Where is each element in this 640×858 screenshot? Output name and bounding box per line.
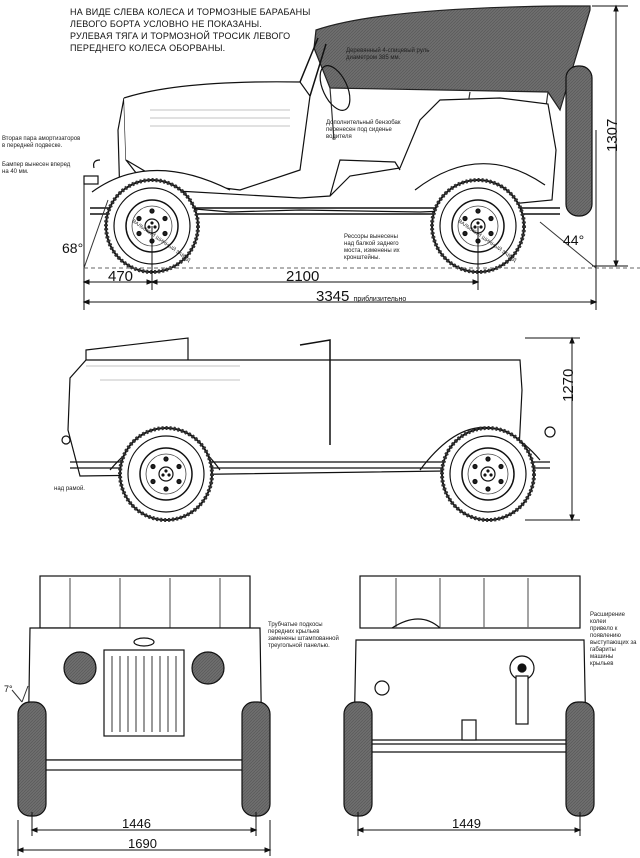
soft-top: [313, 5, 591, 112]
note-line: Расширение колеи: [590, 612, 625, 625]
front-view: [17, 575, 271, 817]
front-bumper-2: [33, 759, 257, 771]
folded-top: [85, 337, 189, 363]
steering-wheel: [319, 65, 351, 111]
note-line: заменены штампованной: [268, 636, 339, 642]
front-overhang-dimension: 470: [108, 268, 134, 285]
header-note-line: РУЛЕВАЯ ТЯГА И ТОРМОЗНОЙ ТРОСИК ЛЕВОГО: [70, 31, 291, 41]
note-line: перенесен под сиденье: [326, 127, 392, 133]
note-line: моста, изменены их: [344, 248, 400, 254]
overall-width-dimension: 1690: [128, 836, 157, 851]
headlight-left: [63, 651, 97, 685]
note-line: выступающих за: [590, 640, 637, 646]
rear-view: [343, 575, 595, 817]
top-view-dimensions: [525, 336, 580, 522]
shock-absorber-note: Вторая пара амортизаторов в передней под…: [2, 136, 80, 150]
overall-length-suffix: приблизительно: [353, 296, 407, 303]
steering-wheel-note: Деревянный 4-спицевый руль диаметром 385…: [346, 48, 429, 62]
front-track-dimension: 1446: [122, 816, 151, 831]
note-line: привело к появлению: [590, 626, 621, 639]
front-wheel-angle-label: 7°: [4, 684, 13, 694]
front-view-dimensions: [11, 685, 272, 856]
header-note-line: ЛЕВОГО БОРТА УСЛОВНО НЕ ПОКАЗАНЫ.: [70, 19, 263, 29]
height-dimension: 1307: [604, 118, 621, 152]
note-line: на 40 мм.: [2, 169, 29, 175]
note-line: Вторая пара амортизаторов: [2, 136, 81, 142]
hood-2: [86, 365, 240, 381]
rear-hitch: [544, 426, 556, 438]
tow-hook-2: [61, 435, 71, 445]
departure-angle-label: 44°: [563, 232, 585, 248]
second-side-view: [61, 337, 556, 522]
header-note: НА ВИДЕ СЛЕВА КОЛЕСА И ТОРМОЗНЫЕ БАРАБАН…: [70, 6, 320, 54]
second-height-dimension: 1270: [560, 368, 577, 402]
rear-track-dimension: 1449: [452, 816, 481, 831]
fuel-tank-note: Дополнительный бензобак перенесен под си…: [326, 120, 400, 141]
windshield-2: [299, 339, 331, 445]
spare-wheel: [565, 65, 593, 217]
note-line: над балкой заднего: [344, 241, 399, 247]
wheelbase-dimension: 2100: [286, 268, 320, 285]
seat: [329, 159, 401, 197]
note-line: кронштейны.: [344, 255, 381, 261]
note-line: Трубчатые подкосы: [268, 622, 323, 628]
note-line: Деревянный 4-спицевый руль: [346, 48, 430, 54]
folded-top-rear: [359, 575, 581, 629]
side-view: [83, 5, 593, 274]
front-wheel-right: [241, 701, 271, 817]
rear-wheel-left: [343, 701, 373, 817]
note-line: треугольной панелью.: [268, 643, 330, 649]
grille-bars: [111, 656, 177, 732]
struts-note: Трубчатые подкосы передних крыльев замен…: [268, 622, 339, 650]
frame-note: над рамой.: [54, 486, 85, 492]
front-wheel-left: [17, 701, 47, 817]
note-line: в передней подвеске.: [2, 143, 63, 149]
track-widening-note: Расширение колеи привело к появлению выс…: [590, 612, 640, 668]
hood-louvres: [150, 109, 290, 127]
bumper-note: Бампер вынесен вперед на 40 мм.: [2, 162, 70, 176]
header-note-line: ПЕРЕДНЕГО КОЛЕСА ОБОРВАНЫ.: [70, 43, 226, 53]
note-line: диаметром 385 мм.: [346, 55, 401, 61]
overall-length-value: 3345: [316, 288, 350, 305]
approach-angle-label: 68°: [62, 240, 84, 256]
fuel-cap: [374, 680, 390, 696]
front-emblem: [133, 637, 155, 647]
note-line: крыльев: [590, 661, 614, 667]
tow-bracket: [461, 719, 477, 741]
spare-wheel-carrier: [509, 655, 535, 725]
folded-top-front: [39, 575, 251, 629]
note-line: водителя: [326, 134, 352, 140]
rear-windshield: [391, 618, 441, 629]
header-note-line: НА ВИДЕ СЛЕВА КОЛЕСА И ТОРМОЗНЫЕ БАРАБАН…: [70, 7, 311, 17]
top-bows-rear: [395, 578, 529, 628]
headlight-right: [191, 651, 225, 685]
rear-wheel-right: [565, 701, 595, 817]
note-line: Бампер вынесен вперед: [2, 162, 71, 168]
hood: [123, 81, 311, 191]
windshield-frame: [299, 37, 327, 97]
note-line: габариты машины: [590, 647, 616, 660]
front-bumper: [83, 175, 99, 185]
overall-length-dimension: 3345 приблизительно: [316, 288, 406, 305]
top-bows-front: [69, 578, 221, 628]
note-line: Рессоры вынесены: [344, 234, 398, 240]
side-view-dimensions: [82, 4, 640, 310]
tow-hook: [93, 159, 101, 169]
rear-axle: [350, 743, 590, 753]
rear-view-dimensions: [356, 812, 582, 836]
note-line: Дополнительный бензобак: [326, 120, 401, 126]
rear-fender: [414, 163, 546, 191]
springs-note: Рессоры вынесены над балкой заднего мост…: [344, 234, 400, 262]
note-line: передних крыльев: [268, 629, 320, 635]
